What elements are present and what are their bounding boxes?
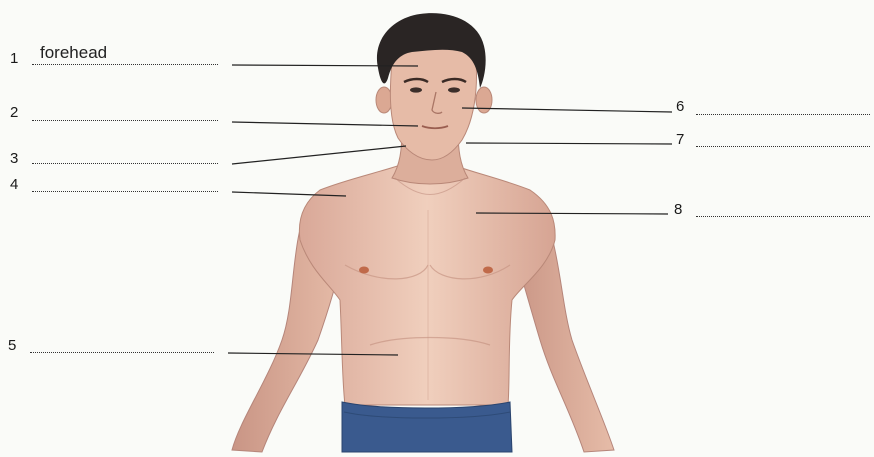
label-number-4: 4 — [10, 176, 18, 194]
answer-line-4[interactable] — [32, 191, 218, 192]
leader-line-3 — [232, 146, 406, 164]
label-number-2: 2 — [10, 104, 18, 122]
label-number-6: 6 — [676, 98, 684, 116]
label-number-5: 5 — [8, 337, 16, 355]
answer-line-5[interactable] — [30, 352, 214, 353]
answer-line-7[interactable] — [696, 146, 870, 147]
label-number-8: 8 — [674, 201, 682, 219]
right-nipple — [483, 267, 493, 274]
answer-line-1[interactable] — [32, 64, 218, 65]
leader-line-7 — [466, 143, 672, 144]
leader-line-6 — [462, 108, 672, 112]
left-nipple — [359, 267, 369, 274]
answer-line-2[interactable] — [32, 120, 218, 121]
label-number-3: 3 — [10, 150, 18, 168]
answer-line-6[interactable] — [696, 114, 870, 115]
leader-line-2 — [232, 122, 418, 126]
answer-line-8[interactable] — [696, 216, 870, 217]
label-answer-1: forehead — [40, 44, 107, 62]
torso — [299, 160, 555, 405]
label-number-1: 1 — [10, 50, 18, 68]
answer-line-3[interactable] — [32, 163, 218, 164]
left-ear — [376, 87, 392, 113]
label-number-7: 7 — [676, 131, 684, 149]
shorts — [342, 402, 512, 452]
